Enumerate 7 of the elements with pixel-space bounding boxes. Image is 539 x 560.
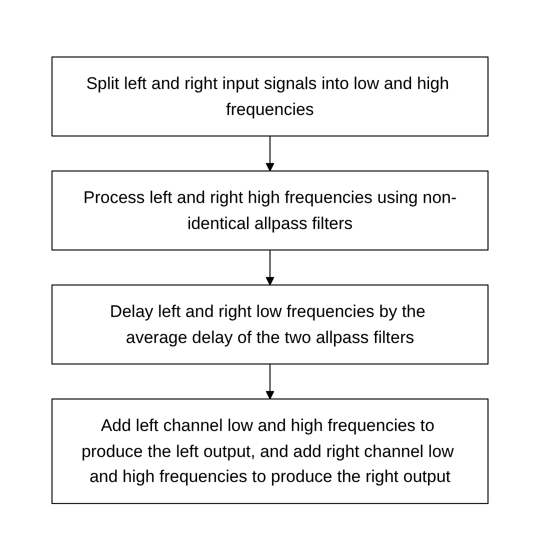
node-box: Add left channel low and high frequencies to produce the left output, and add right channel low and high frequencies to produce the right output: [51, 398, 488, 504]
node-box: Delay left and right low frequencies by the average delay of the two allpass filters: [51, 284, 488, 364]
arrow: [265, 249, 274, 286]
arrow: [265, 363, 274, 400]
node-box: Split left and right input signals into low and high frequencies: [51, 56, 488, 136]
node-box: Process left and right high frequencies using non-identical allpass filters: [51, 170, 488, 250]
arrow: [265, 135, 274, 172]
